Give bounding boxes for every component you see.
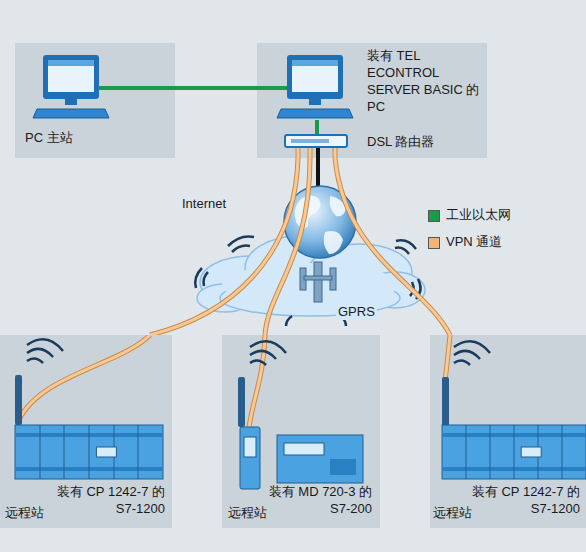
station-label: DSL 路由器 [367,133,434,150]
station-panel: PC 主站 [15,43,175,158]
station-panel: 装有 CP 1242-7 的 S7-1200 远程站 [0,335,172,528]
station-label: PC 主站 [25,129,73,146]
legend-swatch [428,210,440,222]
dsl-line [316,158,320,190]
station-label: 远程站 [5,504,44,521]
legend-text: VPN 通道 [446,234,502,250]
station-label: 装有 CP 1242-7 的 S7-1200 [468,483,580,517]
legend-swatch [428,237,440,249]
vpn-tunnel [265,158,310,335]
network-label: Internet [180,196,228,212]
vpn-tunnel [335,158,450,335]
station-label: 装有 MD 720-3 的 S7-200 [260,483,372,517]
legend-text: 工业以太网 [446,207,511,223]
station-label: 远程站 [433,504,472,521]
station-label: 装有 CP 1242-7 的 S7-1200 [53,483,165,517]
device-art [430,335,586,528]
device-art [0,335,172,528]
gprs-tower [300,262,336,302]
station-label: 远程站 [228,504,267,521]
network-label: GPRS [336,304,377,320]
device-art [222,335,380,528]
ethernet-link [175,88,257,89]
station-panel: 装有 TEL ECONTROL SERVER BASIC 的 PC DSL 路由器 [257,43,487,158]
station-label: 装有 TEL ECONTROL SERVER BASIC 的 PC [367,47,483,115]
station-panel: 装有 MD 720-3 的 S7-200远程站 [222,335,380,528]
vpn-tunnel [150,158,298,335]
station-panel: 装有 CP 1242-7 的 S7-1200远程站 [430,335,586,528]
radio-waves [195,236,420,326]
